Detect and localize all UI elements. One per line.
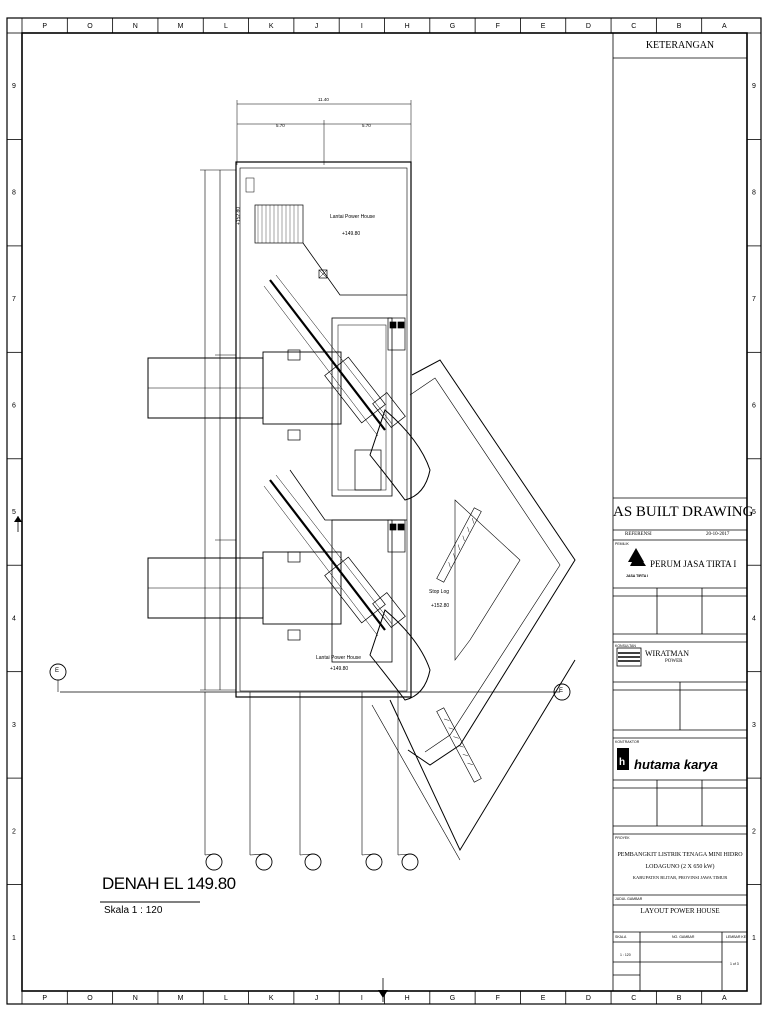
consultant-name: WIRATMAN — [645, 649, 689, 658]
konsultan-label: KONSULTAN — [615, 644, 636, 648]
kontraktor-label: KONTRAKTOR — [615, 740, 640, 744]
row-label-8: 8 — [752, 190, 756, 197]
column-label-I: I — [361, 995, 363, 1002]
column-label-G: G — [450, 995, 455, 1002]
skala-label: SKALA — [615, 935, 627, 939]
hutama-karya-logo: h — [617, 748, 629, 770]
row-label-3: 3 — [12, 722, 16, 729]
referensi-date: 20-10-2017 — [706, 532, 730, 537]
column-label-N: N — [133, 23, 138, 30]
column-label-J: J — [315, 23, 319, 30]
row-label-4: 4 — [12, 615, 16, 622]
drawing-title: LAYOUT POWER HOUSE — [640, 907, 720, 915]
lower-floor-label: Lantai Power House — [316, 655, 362, 661]
row-label-8: 8 — [12, 190, 16, 197]
row-label-6: 6 — [752, 403, 756, 410]
row-label-3: 3 — [752, 722, 756, 729]
row-label-5: 5 — [752, 509, 756, 516]
row-label-2: 2 — [12, 828, 16, 835]
pemilik-label: PEMILIK — [615, 542, 629, 546]
column-label-E: E — [541, 995, 546, 1002]
row-label-7: 7 — [12, 296, 16, 303]
column-label-I: I — [361, 23, 363, 30]
project-line2: LODAGUNO (2 X 650 kW) — [645, 864, 715, 870]
stair-elevation: +152.80 — [236, 206, 243, 226]
column-label-L: L — [224, 995, 228, 1002]
row-label-9: 9 — [12, 83, 16, 90]
no-gambar-label: NO. GAMBAR — [672, 935, 695, 939]
row-label-4: 4 — [752, 615, 756, 622]
column-label-P: P — [42, 23, 47, 30]
dim-left: 5.70 — [276, 123, 285, 128]
column-label-A: A — [722, 23, 727, 30]
column-label-K: K — [269, 995, 274, 1002]
consultant-sub: POWER — [665, 659, 683, 664]
column-grid-labels: P P O O N N M M L L K K J J I I H H G G F F E E D D C C B B A A — [21, 18, 727, 1004]
column-label-H: H — [405, 995, 410, 1002]
column-label-B: B — [677, 995, 682, 1002]
column-label-D: D — [586, 23, 591, 30]
row-grid-labels: 9 9 8 8 7 7 6 6 5 5 4 4 3 3 2 2 1 1 — [7, 32, 761, 942]
column-label-F: F — [496, 995, 500, 1002]
upper-floor-label: Lantai Power House — [330, 214, 376, 220]
column-label-F: F — [496, 23, 500, 30]
column-label-K: K — [269, 23, 274, 30]
row-label-7: 7 — [752, 296, 756, 303]
column-label-N: N — [133, 995, 138, 1002]
column-label-H: H — [405, 23, 410, 30]
row-label-1: 1 — [752, 935, 756, 942]
lower-floor-elevation: +149.80 — [330, 666, 349, 672]
row-label-9: 9 — [752, 83, 756, 90]
power-house-plan — [49, 100, 576, 903]
lembar-label: LEMBAR KE — [726, 935, 747, 939]
stoplog-label: Stop Log — [429, 589, 450, 595]
column-label-J: J — [315, 995, 319, 1002]
dim-total: 11.40 — [318, 97, 329, 102]
lembar-value: 1 of 3 — [730, 962, 739, 966]
column-label-O: O — [87, 995, 93, 1002]
column-label-D: D — [586, 995, 591, 1002]
column-label-E: E — [541, 23, 546, 30]
column-label-L: L — [224, 23, 228, 30]
owner-name: PERUM JASA TIRTA I — [650, 559, 737, 569]
column-label-O: O — [87, 23, 93, 30]
outer-frame — [6, 17, 762, 1005]
column-label-G: G — [450, 23, 455, 30]
row-label-2: 2 — [752, 828, 756, 835]
project-line1: PEMBANGKIT LISTRIK TENAGA MINI HIDRO — [617, 852, 743, 858]
contractor-name: hutama karya — [634, 757, 718, 772]
skala-value: 1 : 120 — [620, 953, 631, 957]
plan-scale: Skala 1 : 120 — [104, 905, 163, 916]
row-label-5: 5 — [12, 509, 16, 516]
upper-floor-elevation: +149.80 — [342, 231, 361, 237]
proyek-label: PROYEK — [615, 836, 630, 840]
wiratman-logo — [616, 647, 642, 667]
column-label-C: C — [631, 23, 636, 30]
row-label-6: 6 — [12, 403, 16, 410]
column-label-M: M — [178, 23, 184, 30]
grid-label-right: E — [559, 688, 564, 694]
title-block — [612, 32, 748, 992]
owner-logo-text: JASA TIRTA I — [626, 574, 649, 578]
column-label-P: P — [42, 995, 47, 1002]
column-label-M: M — [178, 995, 184, 1002]
referensi-label: REFERENSI — [625, 532, 652, 537]
keterangan-title: KETERANGAN — [645, 40, 715, 51]
row-label-1: 1 — [12, 935, 16, 942]
plan-title: DENAH EL 149.80 — [102, 874, 236, 893]
column-label-A: A — [722, 995, 727, 1002]
jasa-tirta-logo — [628, 548, 646, 566]
judul-label: JUDUL GAMBAR — [615, 897, 643, 901]
as-built-heading: AS BUILT DRAWING — [613, 504, 754, 520]
column-label-C: C — [631, 995, 636, 1002]
stoplog-elevation: +152.80 — [431, 603, 450, 609]
dim-right: 5.70 — [362, 123, 371, 128]
section-marker-bottom — [378, 978, 388, 1002]
svg-text:h: h — [619, 757, 625, 768]
column-label-B: B — [677, 23, 682, 30]
grid-label-left: E — [55, 668, 60, 674]
section-marker-left — [14, 516, 22, 532]
project-line3: KABUPATEN BLITAR, PROVINSI JAWA TIMUR — [632, 875, 728, 880]
